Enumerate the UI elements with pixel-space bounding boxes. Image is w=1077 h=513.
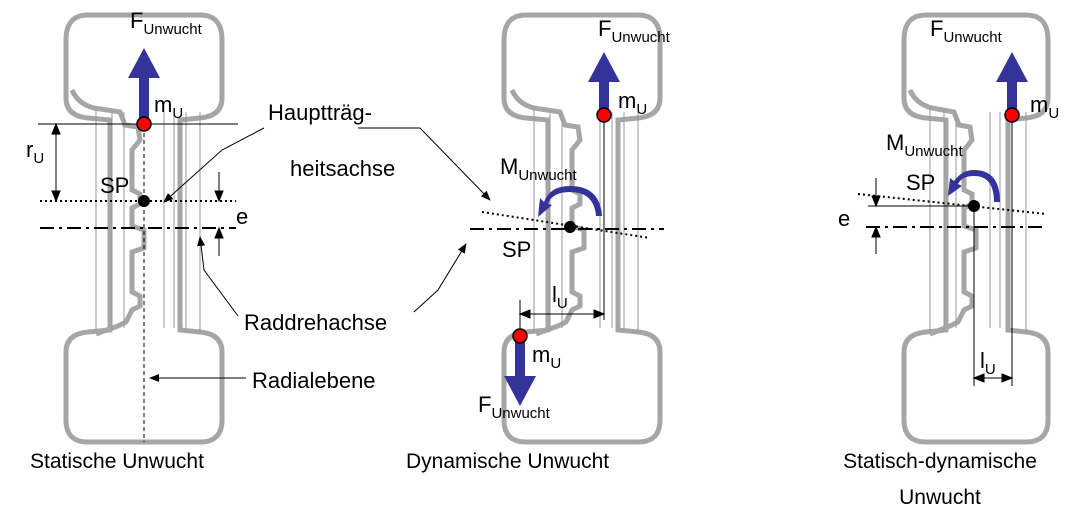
rim-lines-static <box>95 108 201 333</box>
mass-label-static: mU <box>154 92 183 122</box>
caption-dynamic: Dynamische Unwucht <box>406 450 609 473</box>
mass-dot-static <box>136 116 152 132</box>
e-label-static-dynamic: e <box>838 206 850 231</box>
center-annotations: Hauptträg- heitsachse Raddrehachse Radia… <box>149 100 491 393</box>
sp-label-static-dynamic: SP <box>906 170 935 195</box>
force-arrow-dynamic-top <box>588 52 620 116</box>
mass-label-dynamic-top: mU <box>618 88 647 118</box>
force-arrow-static-dynamic <box>996 52 1028 116</box>
moment-label-static-dynamic: MUnwucht <box>886 130 964 160</box>
l-dimension-static-dynamic <box>972 116 1014 386</box>
force-label-static: FUnwucht <box>130 8 203 38</box>
leader-lines <box>149 127 491 382</box>
wheel-profile-static <box>63 12 225 445</box>
sp-label-dynamic: SP <box>502 237 531 262</box>
center-point-static-dynamic <box>968 200 980 212</box>
center-point-static <box>138 195 150 207</box>
mass-dot-static-dynamic <box>1004 107 1020 123</box>
moment-arrow-static-dynamic <box>948 170 1000 202</box>
panel-dynamic: FUnwucht mU MUnwucht SP lU mU FUnwucht D… <box>406 12 671 473</box>
raddrehachse-label: Raddrehachse <box>244 310 387 335</box>
hauptachse-label: Hauptträg- heitsachse <box>268 100 395 181</box>
force-arrow-dynamic-bottom <box>504 340 536 406</box>
caption-static-dynamic-line2: Unwucht <box>899 486 981 509</box>
force-label-dynamic-bottom: FUnwucht <box>478 392 551 422</box>
caption-static: Statische Unwucht <box>30 450 204 473</box>
moment-arrow-dynamic <box>538 186 602 217</box>
force-label-static-dynamic: FUnwucht <box>930 16 1003 46</box>
moment-label-dynamic: MUnwucht <box>500 154 578 184</box>
mass-dot-dynamic-top <box>596 107 612 123</box>
wheel-profile-static-dynamic <box>901 12 1051 445</box>
l-dimension-dynamic <box>518 116 606 336</box>
e-dimension-static <box>214 172 224 256</box>
mass-label-static-dynamic: mU <box>1030 92 1059 122</box>
sp-label-static: SP <box>100 173 129 198</box>
mass-dot-dynamic-bottom <box>512 328 528 344</box>
force-label-dynamic-top: FUnwucht <box>598 16 671 46</box>
radialebene-label: Radialebene <box>252 368 376 393</box>
l-label-dynamic: lU <box>552 282 568 312</box>
l-label-static-dynamic: lU <box>980 348 996 378</box>
radius-label: rU <box>26 137 44 167</box>
force-arrow-static <box>128 48 160 122</box>
e-label-static: e <box>236 204 248 229</box>
panel-static-dynamic: FUnwucht mU MUnwucht SP e lU Statisch-dy… <box>838 12 1059 509</box>
caption-static-dynamic: Statisch-dynamische <box>843 450 1037 473</box>
e-dimension-static-dynamic <box>871 178 881 254</box>
principal-axis-static-dynamic <box>857 193 1047 215</box>
center-point-dynamic <box>564 221 576 233</box>
rim-lines-dynamic <box>533 108 639 333</box>
wheel-profile-dynamic <box>501 12 663 445</box>
mass-label-dynamic-bottom: mU <box>532 342 561 372</box>
r-dimension <box>51 122 61 203</box>
panel-static: FUnwucht mU rU SP e Statische Unwucht <box>26 8 248 473</box>
